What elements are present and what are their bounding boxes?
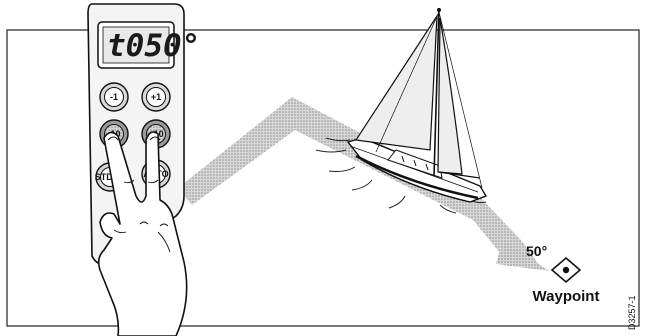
boat-jib bbox=[354, 13, 438, 151]
boat-mast bbox=[433, 7, 440, 177]
plus-one-label: +1 bbox=[151, 92, 161, 102]
boat-mainsail bbox=[437, 17, 463, 175]
heading-readout: t050° bbox=[107, 28, 200, 64]
standby-label: STDBY bbox=[95, 172, 126, 182]
course-track bbox=[178, 97, 549, 271]
waypoint-marker: Waypoint bbox=[533, 256, 600, 305]
track-arrowhead bbox=[496, 239, 549, 271]
lcd-screen bbox=[102, 26, 170, 64]
minus-one-label: -1 bbox=[110, 92, 118, 102]
course-angle-label: 50° bbox=[526, 243, 547, 259]
hand-outline bbox=[97, 131, 188, 336]
figure-frame bbox=[6, 29, 640, 327]
waypoint-label: Waypoint bbox=[533, 288, 600, 305]
minus-one-button[interactable]: -1 bbox=[99, 82, 129, 112]
figure-code: D3257-1 bbox=[627, 295, 637, 330]
hand-illustration bbox=[97, 131, 188, 336]
plus-one-button[interactable]: +1 bbox=[141, 82, 171, 112]
sailboat-illustration bbox=[315, 7, 488, 214]
